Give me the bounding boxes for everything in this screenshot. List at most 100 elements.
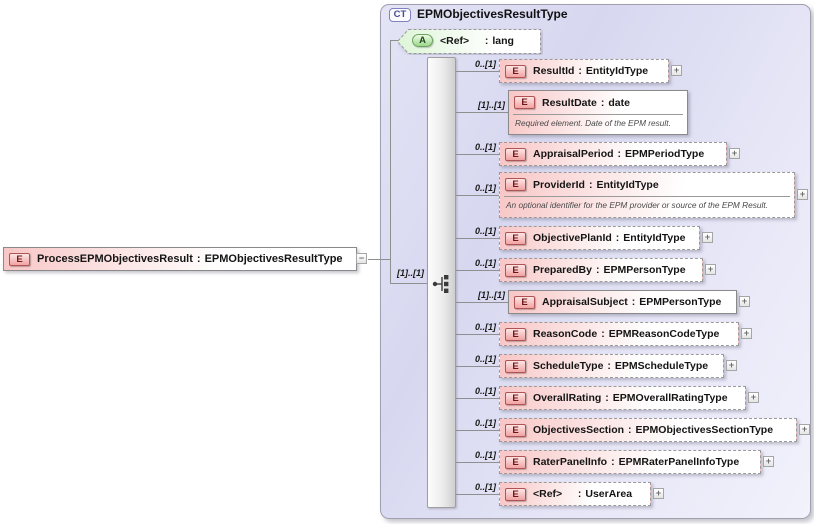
element-type: EPMObjectivesResultType <box>204 253 343 265</box>
element-box-objectiveplanid[interactable]: E ObjectivePlanId : EntityIdType <box>499 226 700 250</box>
expand-button[interactable]: + <box>799 424 810 435</box>
element-box-scheduletype[interactable]: E ScheduleType : EPMScheduleType <box>499 354 724 378</box>
element-name: ObjectivesSection <box>533 424 625 436</box>
element-icon: E <box>505 64 526 78</box>
expand-button[interactable]: + <box>739 296 750 307</box>
element-type: EntityIdType <box>585 65 649 77</box>
element-name: ResultId <box>533 65 575 77</box>
type-separator: : <box>484 34 489 47</box>
element-annotation: An optional identifier for the EPM provi… <box>504 196 790 210</box>
cardinality-label: 0..[1] <box>474 142 496 152</box>
type-separator: : <box>577 488 582 500</box>
element-box-raterpanelinfo[interactable]: E RaterPanelInfo : EPMRaterPanelInfoType <box>499 450 761 474</box>
cardinality-label: 0..[1] <box>474 386 496 396</box>
element-box-appraisalperiod[interactable]: E AppraisalPeriod : EPMPeriodType <box>499 142 727 166</box>
expand-button[interactable]: + <box>671 65 682 76</box>
element-box-preparedby[interactable]: E PreparedBy : EPMPersonType <box>499 258 703 282</box>
element-box-objectivessection[interactable]: E ObjectivesSection : EPMObjectivesSecti… <box>499 418 797 442</box>
expand-button[interactable]: + <box>705 264 716 275</box>
complex-type-title: EPMObjectivesResultType <box>417 7 568 21</box>
cardinality-label: 0..[1] <box>474 59 496 69</box>
cardinality-label: 0..[1] <box>474 322 496 332</box>
expand-button[interactable]: + <box>797 189 808 200</box>
expand-button[interactable]: + <box>729 148 740 159</box>
element-icon: E <box>505 327 526 341</box>
connector-line <box>456 270 499 271</box>
connector-line <box>456 71 499 72</box>
connector-line <box>456 112 508 113</box>
tree-trunk-line <box>390 40 391 284</box>
connector-line <box>456 462 499 463</box>
cardinality-label: 0..[1] <box>474 258 496 268</box>
type-separator: : <box>631 296 636 308</box>
element-box-providerid[interactable]: E ProviderId : EntityIdType An optional … <box>499 172 795 218</box>
element-box-resultdate[interactable]: E ResultDate : date Required element. Da… <box>508 90 688 135</box>
element-box-ref-userarea[interactable]: E <Ref> : UserArea <box>499 482 651 506</box>
element-box-overallrating[interactable]: E OverallRating : EPMOverallRatingType <box>499 386 746 410</box>
element-icon: E <box>505 263 526 277</box>
element-icon: E <box>505 178 526 191</box>
attribute-box[interactable]: A <Ref> : lang <box>396 28 543 55</box>
cardinality-label: 0..[1] <box>474 482 496 492</box>
element-name: <Ref> <box>533 488 574 500</box>
expand-button[interactable]: + <box>702 232 713 243</box>
element-icon: E <box>505 423 526 437</box>
element-type: UserArea <box>585 488 633 500</box>
element-type: EPMPersonType <box>603 264 686 276</box>
element-type: EPMReasonCodeType <box>608 328 720 340</box>
element-annotation: Required element. Date of the EPM result… <box>513 114 683 128</box>
element-name: RaterPanelInfo <box>533 456 608 468</box>
element-icon: E <box>514 295 535 309</box>
expand-button[interactable]: + <box>726 360 737 371</box>
element-icon: E <box>514 96 535 109</box>
expand-button[interactable]: + <box>748 392 759 403</box>
cardinality-label: 0..[1] <box>474 226 496 236</box>
element-name: ProviderId <box>533 178 585 191</box>
element-box-reasoncode[interactable]: E ReasonCode : EPMReasonCodeType <box>499 322 739 346</box>
element-type: EPMPeriodType <box>625 148 705 160</box>
connector-line <box>390 40 399 41</box>
element-name: AppraisalPeriod <box>533 148 614 160</box>
element-icon: E <box>505 359 526 373</box>
type-separator: : <box>578 65 582 77</box>
element-name: ProcessEPMObjectivesResult <box>37 253 193 265</box>
element-icon: E <box>505 487 526 501</box>
connector-line <box>456 430 499 431</box>
connector-line <box>456 494 499 495</box>
type-separator: : <box>607 360 611 372</box>
element-box-resultid[interactable]: E ResultId : EntityIdType <box>499 59 669 83</box>
connector-line <box>456 195 499 196</box>
attribute-type: lang <box>492 34 514 47</box>
element-type: EntityIdType <box>596 178 659 191</box>
type-separator: : <box>611 456 615 468</box>
element-type: EPMOverallRatingType <box>612 392 728 404</box>
cardinality-label: 0..[1] <box>474 450 496 460</box>
connector-line <box>368 259 390 260</box>
cardinality-label: [1]..[1] <box>478 290 505 300</box>
type-separator: : <box>196 253 201 265</box>
element-type: date <box>608 96 630 109</box>
expand-button[interactable]: + <box>741 328 752 339</box>
element-name: PreparedBy <box>533 264 592 276</box>
collapse-button[interactable]: − <box>356 253 367 264</box>
element-name: OverallRating <box>533 392 602 404</box>
cardinality-label: [1]..[1] <box>478 100 505 110</box>
type-separator: : <box>600 96 605 109</box>
type-separator: : <box>601 328 605 340</box>
element-icon: E <box>505 147 526 161</box>
connector-line <box>456 334 499 335</box>
element-name: ScheduleType <box>533 360 604 372</box>
sequence-icon <box>432 275 449 293</box>
connector-line <box>456 302 508 303</box>
element-box-appraisalsubject[interactable]: E AppraisalSubject : EPMPersonType <box>508 290 737 314</box>
cardinality-label: 0..[1] <box>474 183 496 193</box>
element-type: EPMObjectivesSectionType <box>635 424 774 436</box>
expand-button[interactable]: + <box>653 488 664 499</box>
root-element-box[interactable]: E ProcessEPMObjectivesResult : EPMObject… <box>3 247 357 271</box>
expand-button[interactable]: + <box>763 456 774 467</box>
type-separator: : <box>617 148 622 160</box>
element-name: ReasonCode <box>533 328 598 340</box>
element-type: EPMRaterPanelInfoType <box>618 456 740 468</box>
element-type: EntityIdType <box>623 232 686 244</box>
